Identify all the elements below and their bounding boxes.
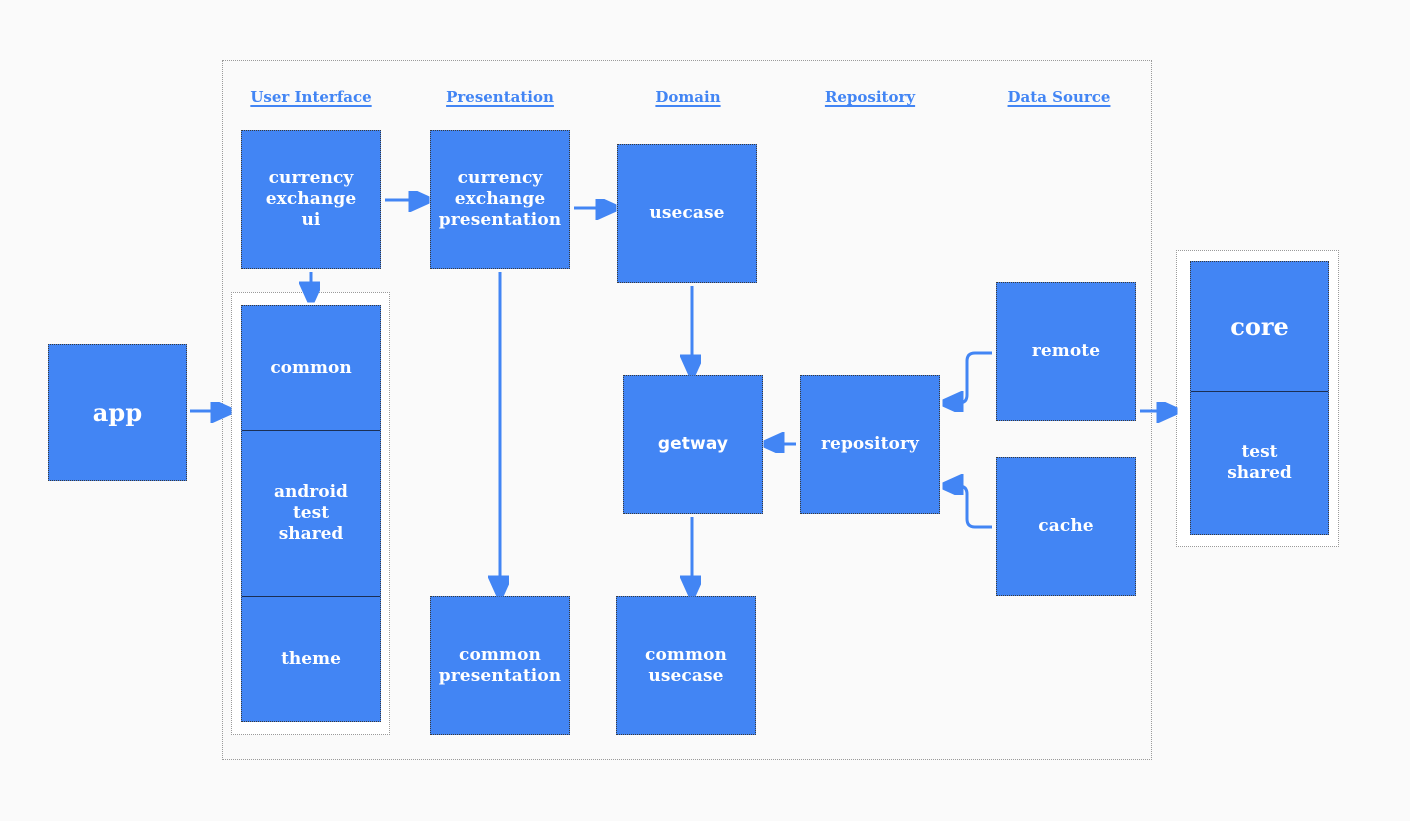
column-header-user-interface[interactable]: User Interface — [250, 88, 372, 106]
column-header-data-source[interactable]: Data Source — [1007, 88, 1111, 106]
module-common[interactable]: common — [242, 306, 380, 430]
module-usecase[interactable]: usecase — [617, 144, 757, 283]
module-currency-exchange-presentation[interactable]: currency exchange presentation — [430, 130, 570, 269]
module-theme[interactable]: theme — [242, 596, 380, 721]
module-cache[interactable]: cache — [996, 457, 1136, 596]
column-header-repository[interactable]: Repository — [824, 88, 916, 106]
core-stack: core test shared — [1190, 261, 1329, 535]
module-common-usecase[interactable]: common usecase — [616, 596, 756, 735]
module-getway[interactable]: getway — [623, 375, 763, 514]
module-common-presentation[interactable]: common presentation — [430, 596, 570, 735]
column-header-presentation[interactable]: Presentation — [446, 88, 554, 106]
module-remote[interactable]: remote — [996, 282, 1136, 421]
module-test-shared[interactable]: test shared — [1191, 391, 1328, 535]
module-repository[interactable]: repository — [800, 375, 940, 514]
ui-shared-stack: common android test shared theme — [241, 305, 381, 722]
module-app[interactable]: app — [48, 344, 187, 481]
module-core[interactable]: core — [1191, 262, 1328, 392]
column-header-domain[interactable]: Domain — [655, 88, 721, 106]
module-currency-exchange-ui[interactable]: currency exchange ui — [241, 130, 381, 269]
module-android-test-shared[interactable]: android test shared — [242, 429, 380, 597]
